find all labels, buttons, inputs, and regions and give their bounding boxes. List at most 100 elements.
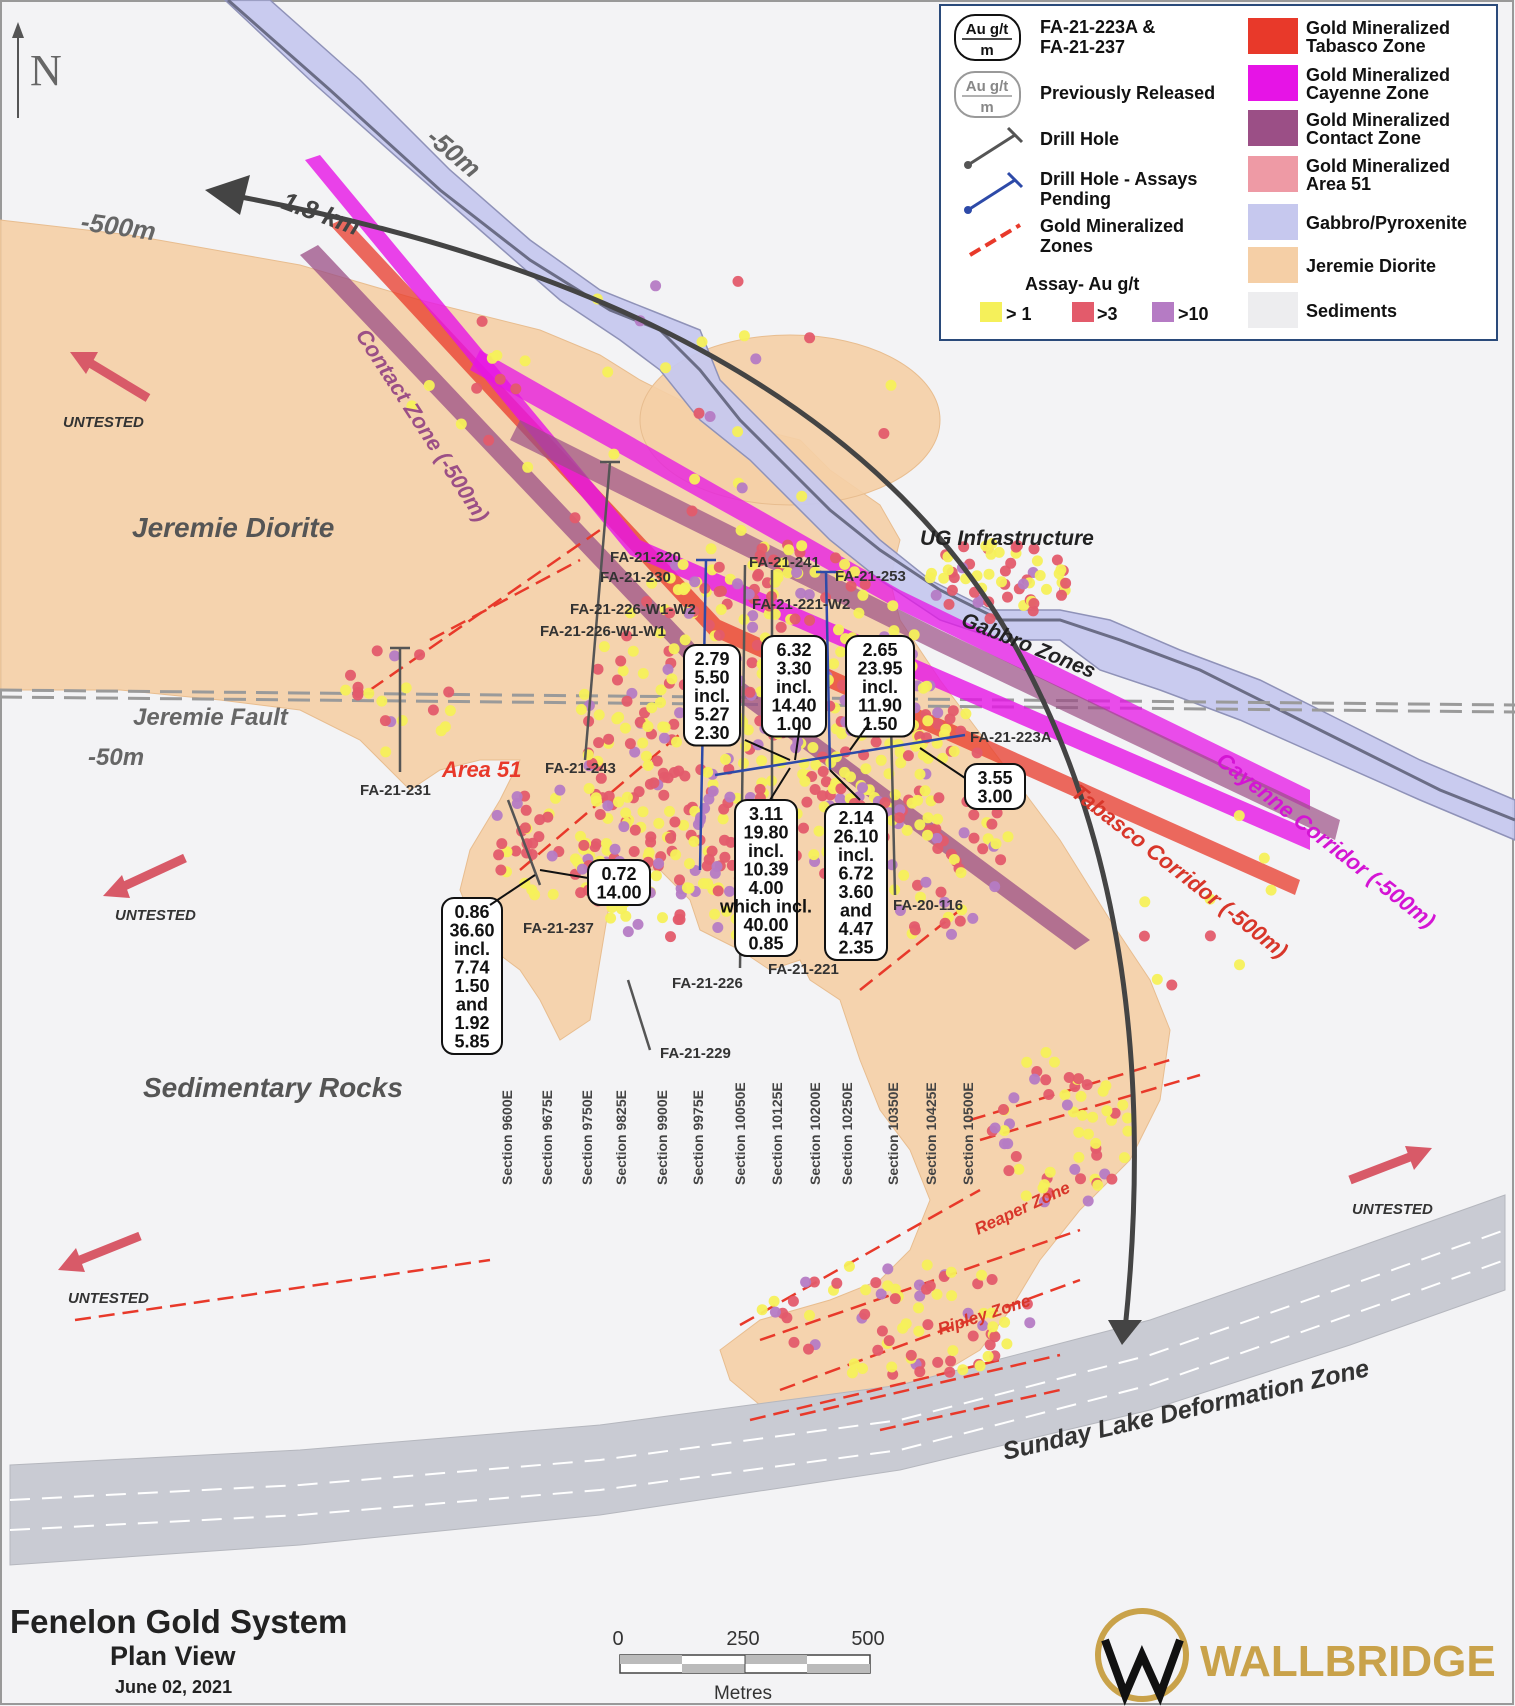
assay-dot: [972, 1278, 984, 1290]
assay-dot: [968, 809, 980, 821]
assay-dot: [671, 736, 682, 748]
assay-dot: [747, 610, 759, 622]
assay-dot: [989, 1122, 1001, 1134]
assay-dot: [948, 745, 960, 757]
assay-dot: [519, 355, 531, 367]
legend-swatch-3: [1248, 156, 1298, 192]
hole-label-237: FA-21-237: [523, 920, 594, 937]
assay-dot: [380, 746, 392, 758]
assay-dot: [674, 874, 685, 886]
assay-dot: [629, 824, 641, 836]
assay-dot: [746, 657, 758, 669]
assay-dot: [756, 755, 768, 767]
assay-dot: [835, 646, 847, 658]
assay-dot: [1056, 589, 1067, 601]
assay-dot: [709, 867, 721, 879]
result-line: 3.55: [977, 768, 1012, 788]
assay-dot: [750, 353, 762, 365]
assay-dot: [643, 847, 655, 859]
assay-dot: [889, 1293, 901, 1305]
assay-dot: [650, 870, 662, 882]
assay-dot: [693, 407, 705, 419]
assay-dot: [613, 711, 625, 723]
assay-dot: [893, 812, 905, 824]
assay-dot: [930, 589, 942, 601]
assay-dot: [519, 822, 531, 834]
assay-dot: [946, 584, 958, 596]
assay-dot: [845, 580, 857, 592]
assay-dot: [967, 912, 979, 924]
assay-dot: [589, 841, 601, 853]
assay-dot: [455, 418, 467, 430]
assay-dot: [1234, 959, 1245, 971]
result-line: 3.11: [749, 804, 783, 824]
assay-dot: [883, 1335, 895, 1347]
hole-label-241: FA-21-241: [749, 554, 820, 571]
assay-dot: [957, 1364, 969, 1376]
depth-label-50m-left: -50m: [88, 744, 144, 771]
assay-dot: [834, 570, 846, 581]
legend-swatch-0: [1248, 18, 1298, 54]
assay-dot: [674, 914, 686, 925]
result-line: 36.60: [449, 921, 494, 941]
assay-dot: [999, 1138, 1010, 1150]
assay-dot: [1060, 577, 1072, 589]
assay-dot: [703, 619, 715, 631]
result-line: 40.00: [743, 915, 788, 935]
assay-dot: [986, 1274, 998, 1285]
assay-dot: [620, 807, 632, 819]
assay-dot: [772, 568, 784, 580]
assay-dot: [637, 737, 649, 749]
legend-assay-10: >10: [1178, 304, 1209, 324]
section-label: Section 10200E: [807, 1082, 823, 1185]
assay-dot: [876, 1325, 888, 1337]
assay-dot: [920, 876, 932, 888]
assay-dot: [624, 607, 636, 619]
assay-dot: [439, 721, 451, 733]
hole-label-223a: FA-21-223A: [970, 729, 1052, 746]
assay-dot: [945, 1355, 957, 1367]
assay-dot: [810, 759, 822, 771]
assay-dot: [696, 336, 708, 348]
assay-dot: [637, 668, 649, 679]
assay-dot: [1258, 852, 1270, 864]
assay-dot: [948, 572, 960, 584]
assay-dot: [655, 684, 667, 696]
assay-dot: [704, 411, 716, 422]
assay-dot: [756, 1304, 768, 1316]
assay-dot: [724, 885, 735, 897]
section-label: Section 9825E: [613, 1090, 629, 1185]
assay-dot: [939, 896, 950, 908]
previously-released-icon: Au g/t m: [954, 71, 1021, 118]
assay-dot: [801, 796, 813, 808]
assay-dot: [511, 798, 523, 809]
assay-dot: [799, 775, 811, 787]
assay-dot: [989, 881, 1001, 893]
title-sub: Plan View: [110, 1641, 237, 1671]
assay-dot: [651, 755, 663, 767]
assay-dot: [1265, 884, 1277, 896]
assay-dot: [1008, 1092, 1020, 1104]
assay-dot: [575, 887, 587, 899]
assay-dot: [712, 922, 724, 933]
assay-dot: [747, 559, 759, 571]
assay-dot: [1087, 1111, 1099, 1123]
assay-dot: [938, 572, 950, 584]
assay-dot: [550, 792, 561, 804]
assay-dot: [1044, 1166, 1056, 1178]
assay-dot: [491, 809, 503, 821]
assay-dot: [621, 630, 633, 642]
result-line: 0.86: [454, 902, 489, 922]
assay-dot: [713, 561, 725, 573]
assay-dot: [962, 1307, 974, 1319]
assay-dot: [352, 689, 364, 701]
legend-swatch-4: [1248, 204, 1298, 240]
new-results-icon: Au g/t m: [954, 14, 1021, 61]
legend-swatch-1: [1248, 65, 1298, 101]
assay-dot: [993, 546, 1005, 558]
assay-dot: [593, 737, 605, 749]
assay-dot: [808, 1276, 820, 1288]
assay-dot: [922, 715, 934, 727]
